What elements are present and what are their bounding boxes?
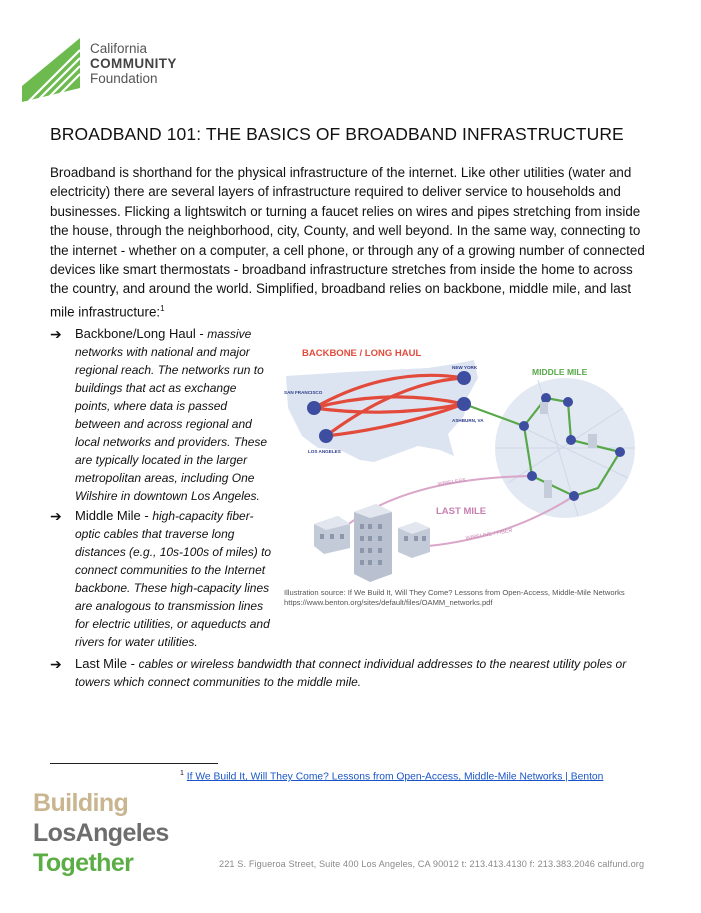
city-label-ashburn: ASHBURN, VA — [452, 418, 484, 423]
caption-line-1: Illustration source: If We Build It, Wil… — [284, 588, 625, 597]
node-los-angeles — [319, 429, 333, 443]
bullet-description: cables or wireless bandwidth that connec… — [75, 657, 627, 689]
arrow-bullet-icon: ➔ — [50, 508, 62, 524]
figure-caption: Illustration source: If We Build It, Wil… — [284, 588, 684, 608]
backbone-label: BACKBONE / LONG HAUL — [302, 348, 421, 359]
bullet-term: Middle Mile — [75, 508, 141, 523]
org-line-3: Foundation — [90, 71, 158, 86]
org-line-1: California — [90, 41, 148, 56]
bullet-term: Backbone/Long Haul — [75, 326, 196, 341]
node-middle-3 — [563, 397, 573, 407]
page-title: BROADBAND 101: THE BASICS OF BROADBAND I… — [50, 124, 624, 144]
wireline-label: WIRELINE / FIBER — [465, 528, 513, 542]
footer-logo-line-2: LosAngeles — [33, 819, 169, 847]
bullet-description: massive networks with national and major… — [75, 327, 268, 503]
node-new-york — [457, 371, 471, 385]
foundation-logo-mark-icon — [22, 38, 81, 103]
footer-logo-line-1: Building — [33, 789, 129, 817]
node-san-francisco — [307, 401, 321, 415]
footnote-divider — [50, 763, 218, 764]
arrow-bullet-icon: ➔ — [50, 656, 62, 672]
wireless-label: WIRELESS — [437, 478, 466, 488]
intro-paragraph: Broadband is shorthand for the physical … — [50, 163, 650, 322]
footer-address: 221 S. Figueroa Street, Suite 400 Los An… — [219, 859, 645, 869]
city-label-los-angeles: LOS ANGELES — [308, 449, 341, 454]
foundation-name: California COMMUNITY Foundation — [90, 41, 177, 86]
city-label-san-francisco: SAN FRANCISCO — [284, 390, 323, 395]
building-la-together-logo: Building LosAngeles Together — [33, 788, 169, 878]
footer-logo-line-3: Together — [33, 849, 134, 877]
footnote-link[interactable]: If We Build It, Will They Come? Lessons … — [186, 771, 604, 783]
broadband-network-illustration: BACKBONE / LONG HAUL MIDDLE MILE WIRELES… — [284, 348, 635, 582]
intro-text: Broadband is shorthand for the physical … — [50, 165, 645, 320]
city-label-new-york: NEW YORK — [452, 365, 478, 370]
node-ashburn — [457, 397, 471, 411]
bullet-description: high-capacity fiber-optic cables that tr… — [75, 509, 272, 649]
bullet-separator: - — [195, 326, 208, 341]
node-middle-1 — [519, 421, 529, 431]
middle-mile-label: MIDDLE MILE — [532, 367, 588, 377]
bullet-separator: - — [127, 656, 139, 671]
intro-footnote-ref: 1 — [160, 303, 165, 313]
bullet-term: Last Mile — [75, 656, 128, 671]
footnote-number: 1 — [180, 770, 184, 777]
arrow-bullet-icon: ➔ — [50, 326, 62, 342]
org-line-2: COMMUNITY — [90, 56, 177, 71]
node-middle-7 — [527, 471, 537, 481]
last-mile-label: LAST MILE — [436, 506, 486, 517]
node-middle-4 — [566, 435, 576, 445]
node-middle-6 — [569, 491, 579, 501]
bullet-separator: - — [140, 508, 153, 523]
footnote: 1 If We Build It, Will They Come? Lesson… — [180, 770, 603, 782]
last-mile-buildings — [314, 504, 430, 582]
caption-line-2: https://www.benton.org/sites/default/fil… — [284, 598, 493, 607]
node-middle-2 — [541, 393, 551, 403]
california-community-foundation-logo: California COMMUNITY Foundation — [22, 38, 202, 103]
node-middle-5 — [615, 447, 625, 457]
